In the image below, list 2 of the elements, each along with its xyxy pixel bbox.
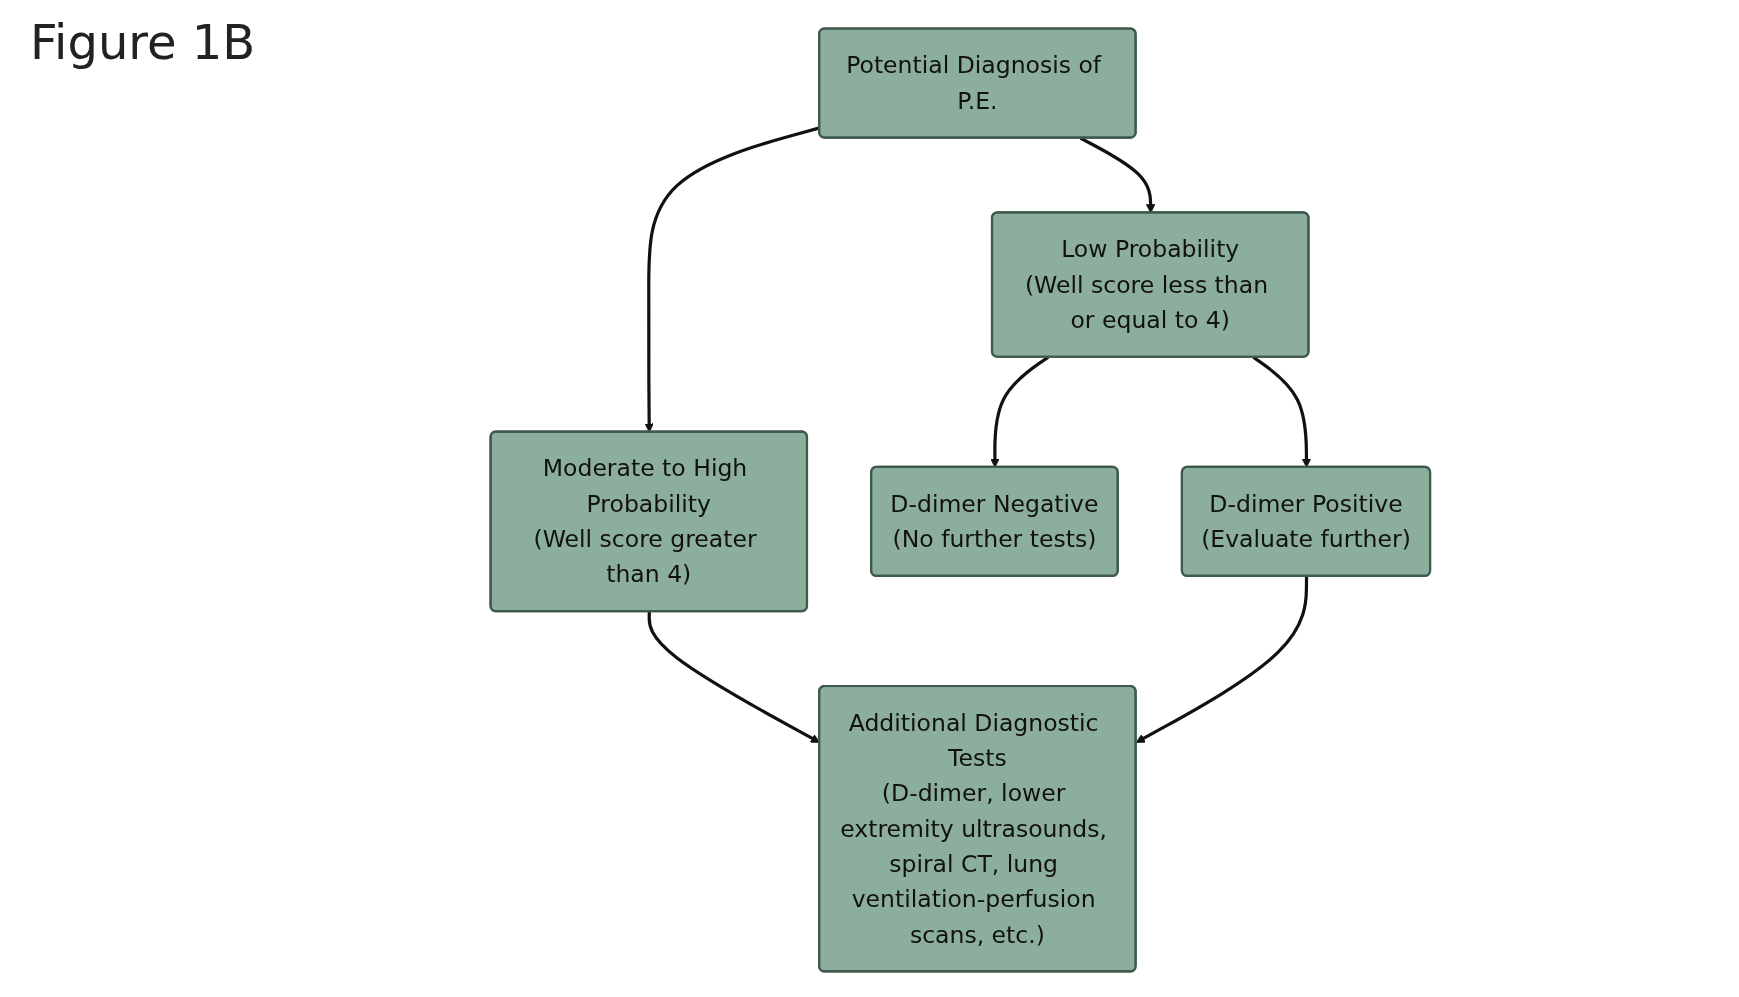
arrow <box>1135 576 1308 743</box>
figure-title: Figure 1B <box>30 14 256 70</box>
